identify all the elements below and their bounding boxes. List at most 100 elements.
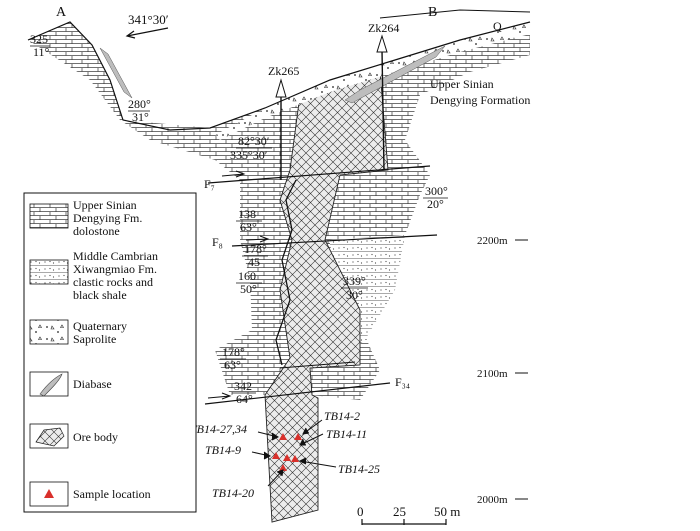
legend-clastic-line1: Middle Cambrian [73, 249, 158, 263]
azimuth-label: 341°30′ [128, 12, 169, 27]
svg-text:160: 160 [238, 269, 256, 283]
azimuth-arrow [125, 27, 169, 39]
sample-marker [279, 433, 287, 440]
legend-clastic-line3: clastic rocks and [73, 275, 153, 289]
legend-sample-triangle-icon [44, 489, 54, 498]
section-end-b: B [428, 5, 437, 20]
svg-text:325: 325 [30, 32, 48, 46]
diabase-right [344, 45, 446, 104]
legend-swatch-saprolite [29, 319, 69, 345]
section-end-a: A [56, 5, 67, 20]
sample-label-tb14-25: TB14-25 [338, 462, 380, 476]
attitude-2: 280°31° [128, 97, 151, 124]
rock-units [28, 22, 530, 523]
svg-text:342: 342 [234, 379, 252, 393]
sample-marker [283, 454, 291, 461]
legend-diabase-icon [39, 373, 63, 397]
legend-clastic-line4: black shale [73, 288, 127, 302]
sample-points [272, 433, 302, 471]
attitude-8: 339°30° [341, 274, 368, 302]
drillhole-zk265-label: Zk265 [268, 64, 299, 78]
fault-arrow-f34 [207, 392, 232, 400]
fault-label-f7: F₇ [204, 177, 215, 191]
attitude-4: 300°20° [423, 184, 448, 211]
legend-diabase-label: Diabase [73, 377, 112, 391]
svg-text:82°30′: 82°30′ [238, 134, 270, 148]
faults [204, 165, 438, 405]
svg-text:63°: 63° [224, 358, 241, 372]
elevation-label-2100: 2100m [477, 368, 508, 380]
diabase-left [99, 47, 133, 99]
drillhole-zk264-trace [381, 49, 385, 171]
drillhole-zk264-label: Zk264 [368, 21, 399, 35]
legend-dolostone-line2: Dengying Fm. [73, 211, 142, 225]
legend-saprolite-line1: Quaternary [73, 319, 127, 333]
svg-text:335°30′: 335°30′ [230, 148, 268, 162]
sample-label-tb14-27-34: TB14-27,34 [190, 422, 247, 436]
sample-marker [291, 455, 299, 462]
attitude-6: 178°45 [242, 242, 268, 269]
drillhole-zk264-icon [376, 34, 388, 53]
svg-text:339°: 339° [343, 274, 366, 288]
scale-bar: 0 25 50 m [357, 504, 460, 525]
svg-text:64°: 64° [236, 392, 253, 406]
svg-text:50°: 50° [240, 282, 257, 296]
fault-f8 [231, 234, 438, 247]
svg-text:63°: 63° [240, 220, 257, 234]
attitude-3: 82°30′335°30′ [230, 134, 272, 162]
fault-arrow-f7 [221, 170, 246, 178]
dolostone-body [28, 22, 530, 400]
elevation-label-2000: 2000m [477, 494, 508, 506]
legend-saprolite-line2: Saprolite [73, 332, 116, 346]
sample-marker [279, 464, 287, 471]
legend-clastic-line2: Xiwangmiao Fm. [73, 262, 157, 276]
svg-text:11°: 11° [33, 45, 50, 59]
legend-dolostone-line1: Upper Sinian [73, 198, 137, 212]
legend-dolostone-line3: dolostone [73, 224, 120, 238]
fault-f34 [204, 382, 391, 405]
svg-text:178°: 178° [244, 242, 267, 256]
sample-label-tb14-9: TB14-9 [205, 443, 241, 457]
sample-label-tb14-11: TB14-11 [326, 427, 367, 441]
drillholes [275, 34, 388, 180]
fault-label-f8: F₈ [212, 235, 223, 249]
legend-ore-label: Ore body [73, 430, 118, 444]
svg-text:0: 0 [357, 504, 364, 519]
formation-label-line2: Dengying Formation [430, 93, 530, 107]
sample-leaders [251, 419, 337, 487]
elevation-axis: 2200m 2100m 2000m [477, 235, 528, 506]
sample-marker [272, 452, 280, 459]
ore-body [264, 69, 389, 523]
fault-label-f34: F₃₄ [395, 375, 410, 389]
svg-text:138: 138 [238, 207, 256, 221]
quaternary-top [379, 9, 531, 19]
formation-label-line1: Upper Sinian [430, 77, 494, 91]
fault-arrow-f8 [245, 235, 270, 243]
sample-label-tb14-20: TB14-20 [212, 486, 254, 500]
saprolite-cap [215, 22, 530, 140]
legend-swatch-dolostone [29, 203, 69, 229]
quaternary-symbol: Q [493, 19, 502, 33]
ground-surface [27, 21, 531, 131]
drillhole-zk265-icon [275, 78, 287, 98]
svg-text:45: 45 [248, 255, 260, 269]
legend-swatch-clastic [29, 259, 69, 285]
lithologic-contact [275, 179, 297, 366]
svg-text:50 m: 50 m [434, 504, 460, 519]
svg-text:280°: 280° [128, 97, 151, 111]
fault-f7 [207, 165, 431, 184]
sample-marker [294, 433, 302, 440]
legend-ore-icon [35, 427, 65, 447]
legend: Upper Sinian Dengying Fm. dolostone Midd… [23, 192, 197, 513]
svg-text:30°: 30° [346, 288, 363, 302]
elevation-label-2200: 2200m [477, 235, 508, 247]
svg-text:20°: 20° [427, 197, 444, 211]
svg-text:300°: 300° [425, 184, 448, 198]
svg-text:25: 25 [393, 504, 406, 519]
